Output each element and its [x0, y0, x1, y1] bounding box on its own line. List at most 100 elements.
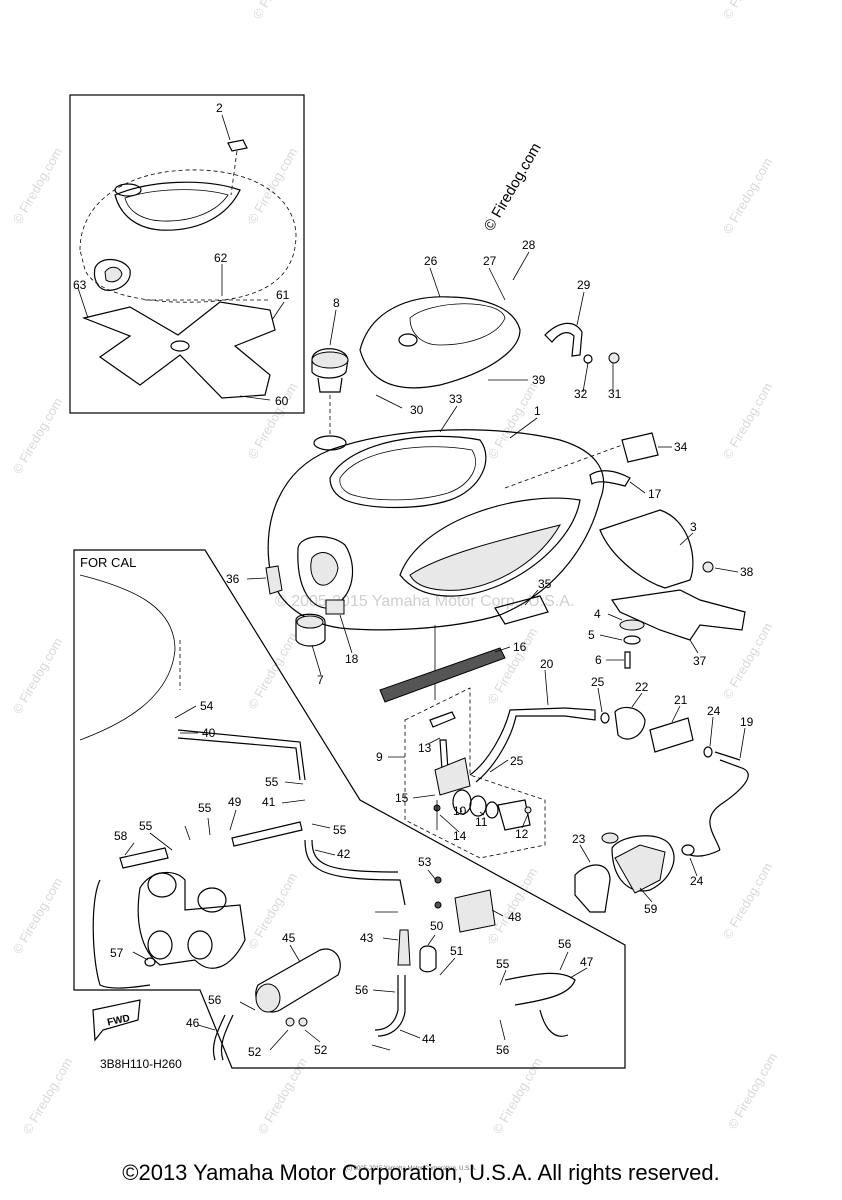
callout-61: 61 — [276, 288, 290, 302]
callout-52b: 52 — [314, 1043, 328, 1057]
callout-55e: 55 — [496, 957, 510, 971]
watermark: © Firedog.com — [245, 380, 301, 462]
callout-36: 36 — [226, 572, 240, 586]
callout-62: 62 — [214, 251, 228, 265]
callout-15: 15 — [395, 791, 409, 805]
watermark: © Firedog.com — [720, 380, 776, 462]
tiny-footer: (c) 2005-2015 Yamaha Motor Corporation, … — [345, 1166, 477, 1172]
watermark: © Firedog.com — [720, 620, 776, 702]
callout-40: 40 — [202, 726, 216, 740]
callout-25b: 25 — [510, 754, 524, 768]
callout-1: 1 — [534, 404, 541, 418]
callout-56c: 56 — [355, 983, 369, 997]
callout-3: 3 — [690, 520, 697, 534]
watermark: © Firedog.com — [485, 380, 541, 462]
watermark: © Firedog.com — [10, 145, 66, 227]
callout-20: 20 — [540, 657, 554, 671]
callout-23: 23 — [572, 832, 586, 846]
watermark: © Firedog.com — [485, 625, 541, 707]
watermark: © Firedog.com — [255, 1055, 311, 1137]
callout-56b: 56 — [208, 993, 222, 1007]
watermark: © Firedog.com — [10, 395, 66, 477]
callout-16: 16 — [513, 640, 527, 654]
copyright-notice: ©2013 Yamaha Motor Corporation, U.S.A. A… — [122, 1160, 720, 1185]
console-cover — [359, 296, 521, 389]
callout-30: 30 — [410, 403, 424, 417]
callout-58: 58 — [114, 829, 128, 843]
callout-59: 59 — [644, 902, 658, 916]
callout-27: 27 — [483, 254, 497, 268]
callout-46: 46 — [186, 1016, 200, 1030]
callout-55d: 55 — [333, 823, 347, 837]
callout-55c: 55 — [139, 819, 153, 833]
petcock-assembly — [404, 687, 546, 859]
inset-box — [69, 94, 305, 414]
callout-60: 60 — [275, 394, 289, 408]
watermark: © Firedog.com — [485, 865, 541, 947]
diagram-code: 3B8H110-H260 — [100, 1057, 182, 1071]
fuel-tank — [267, 429, 605, 700]
watermark: © Firedog.com — [725, 1050, 781, 1132]
callout-31: 31 — [608, 387, 622, 401]
callout-9: 9 — [376, 750, 383, 764]
emblem-bracket — [544, 322, 620, 364]
callout-14: 14 — [453, 829, 467, 843]
callout-63: 63 — [73, 278, 87, 292]
tank-labels — [494, 432, 659, 625]
callout-48: 48 — [508, 910, 522, 924]
callout-25: 25 — [591, 675, 605, 689]
callout-17: 17 — [648, 487, 662, 501]
callout-52a: 52 — [248, 1045, 262, 1059]
watermark: © Firedog.com — [10, 635, 66, 717]
callout-50: 50 — [430, 919, 444, 933]
callout-41a: 41 — [262, 795, 276, 809]
tank-small-parts — [265, 565, 506, 703]
callout-55a: 55 — [265, 775, 279, 789]
side-panel — [599, 509, 746, 669]
callout-44: 44 — [422, 1032, 436, 1046]
fuel-cap — [311, 348, 349, 436]
fuel-pump — [574, 832, 695, 913]
for-cal-label: FOR CAL — [80, 555, 136, 570]
callout-18: 18 — [345, 652, 359, 666]
callout-21: 21 — [674, 693, 688, 707]
callout-51: 51 — [450, 944, 464, 958]
callout-11: 11 — [475, 815, 488, 829]
callout-38: 38 — [740, 565, 754, 579]
watermark: © Firedog.com — [250, 0, 306, 22]
callout-28: 28 — [522, 238, 536, 252]
callout-57: 57 — [110, 946, 124, 960]
callout-6: 6 — [595, 653, 602, 667]
watermark: © Firedog.com — [720, 155, 776, 237]
center-watermark: © 2005-2015 Yamaha Motor Corp., U.S.A. — [275, 593, 574, 610]
callout-13: 13 — [418, 741, 432, 755]
callout-12: 12 — [515, 827, 529, 841]
watermark: © Firedog.com — [720, 0, 776, 22]
callout-26: 26 — [424, 254, 438, 268]
callout-45: 45 — [282, 931, 296, 945]
callout-2: 2 — [216, 101, 223, 115]
callout-54: 54 — [200, 699, 214, 713]
watermark: © Firedog.com — [10, 875, 66, 957]
watermark: © Firedog.com — [20, 1055, 76, 1137]
callout-33: 33 — [449, 392, 463, 406]
callout-5: 5 — [588, 628, 595, 642]
callout-47: 47 — [580, 955, 594, 969]
callout-49: 49 — [228, 795, 242, 809]
callout-22: 22 — [635, 680, 649, 694]
for-cal-box: FOR CAL — [73, 549, 626, 1071]
callout-53: 53 — [418, 855, 432, 869]
callout-19: 19 — [740, 715, 754, 729]
callout-56d: 56 — [496, 1043, 510, 1057]
callout-34: 34 — [674, 440, 688, 454]
callout-55b: 55 — [198, 801, 212, 815]
callout-4: 4 — [594, 607, 601, 621]
firedog-mark: © Firedog.com — [481, 140, 545, 234]
callout-8: 8 — [333, 296, 340, 310]
callout-24b: 24 — [690, 874, 704, 888]
callout-39: 39 — [532, 373, 546, 387]
callout-35: 35 — [538, 577, 552, 591]
watermark: © Firedog.com — [490, 1055, 546, 1137]
fuel-lines-right — [469, 706, 749, 857]
